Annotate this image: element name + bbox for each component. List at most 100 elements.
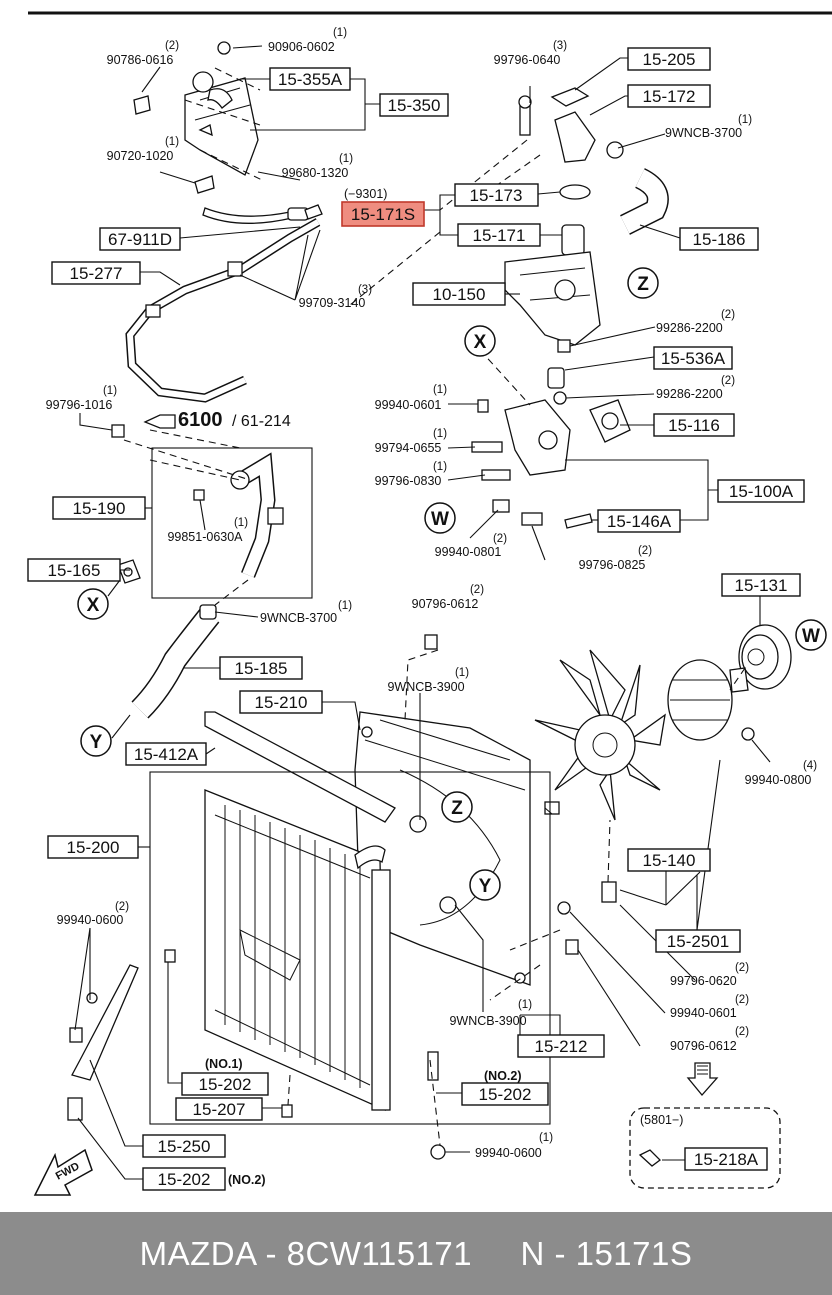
label-15-210: 15-210 [255, 693, 308, 712]
part-number: 99940-0801 [435, 545, 502, 559]
label-15-200: 15-200 [67, 838, 120, 857]
date-range-box [629, 1107, 781, 1189]
part-number: 99796-0830 [375, 474, 442, 488]
label-15-185: 15-185 [235, 659, 288, 678]
label-15-536a: 15-536A [661, 349, 726, 368]
label-15-277: 15-277 [70, 264, 123, 283]
no1-note: (NO.1) [205, 1057, 243, 1071]
part-number: 90786-0616 [107, 53, 174, 67]
label-15-171: 15-171 [473, 226, 526, 245]
part-number: 99851-0630A [167, 530, 243, 544]
label-15-116: 15-116 [668, 416, 720, 435]
qty: (2) [721, 375, 735, 387]
fwd-arrow-icon: FWD [33, 1148, 93, 1196]
marker-z: Z [637, 274, 649, 295]
qty: (1) [539, 1132, 553, 1144]
qty: (1) [234, 517, 248, 529]
ref-sub: / 61-214 [232, 413, 291, 430]
label-boxes: 15-355A 15-350 15-205 15-172 15-173 15-1… [27, 47, 805, 1191]
part-number: 90796-0612 [670, 1039, 737, 1053]
lower-hose-illustration [131, 604, 220, 719]
water-inlet-illustration [471, 399, 593, 529]
part-number: 99796-1016 [46, 398, 113, 412]
fan-pulley-illustration [534, 624, 792, 955]
circle-markers: Z X W X Y W Z Y [77, 267, 827, 901]
marker-w: W [431, 509, 449, 530]
qty: (2) [735, 1026, 749, 1038]
label-15-350: 15-350 [388, 96, 441, 115]
qty: (1) [433, 461, 447, 473]
qty: (1) [433, 428, 447, 440]
qty: (2) [735, 962, 749, 974]
label-15-355a: 15-355A [278, 70, 343, 89]
leaders-top-left [140, 45, 380, 301]
part-number: 99796-0620 [670, 974, 737, 988]
diagram-canvas: FWD 6100 / 61-214 15-355A 15-350 15-205 … [27, 11, 832, 1196]
label-15-202-no2-left: 15-202 [158, 1170, 211, 1189]
marker-w: W [802, 626, 820, 647]
marker-y: Y [479, 876, 492, 897]
radiator-illustration [164, 634, 457, 1160]
qty: (1) [339, 153, 353, 165]
reservoir-tank-illustration [133, 41, 323, 224]
part-number: 9WNCB-3700 [665, 126, 742, 140]
label-10-150: 10-150 [433, 285, 486, 304]
qty: (1) [455, 667, 469, 679]
label-15-2501: 15-2501 [667, 932, 729, 951]
leaders-left-middle [79, 413, 259, 739]
qty: (2) [165, 40, 179, 52]
part-number: 99709-3140 [299, 296, 366, 310]
label-15-186: 15-186 [693, 230, 746, 249]
part-number: 9WNCB-3900 [449, 1014, 526, 1028]
qty: (2) [470, 584, 484, 596]
date-upto-note: (−9301) [344, 187, 387, 201]
label-15-165: 15-165 [48, 561, 101, 580]
part-number: 99940-0800 [745, 773, 812, 787]
part-number: 99286-2200 [656, 321, 723, 335]
label-15-131: 15-131 [735, 576, 788, 595]
part-number: 99940-0601 [375, 398, 442, 412]
part-number: 99940-0601 [670, 1006, 737, 1020]
seal-strip-illustration [204, 711, 396, 823]
qty: (1) [338, 600, 352, 612]
date-from-note: (5801−) [640, 1113, 683, 1127]
marker-z: Z [451, 798, 463, 819]
thermostat-housing-illustration [504, 87, 669, 443]
qty: (2) [735, 994, 749, 1006]
bracket-illustration [67, 964, 139, 1121]
label-15-140: 15-140 [643, 851, 696, 870]
part-numbers: (2) 90786-0616 (1) 90906-0602 (1) 90720-… [46, 27, 818, 1160]
marker-x: X [474, 332, 487, 353]
qty: (1) [103, 385, 117, 397]
leaders-bottom [74, 649, 561, 1180]
water-pipe-illustration [111, 424, 313, 599]
part-number: 90906-0602 [268, 40, 335, 54]
part-number: 99940-0600 [57, 913, 124, 927]
qty: (2) [638, 545, 652, 557]
label-15-202-no2-right: 15-202 [479, 1085, 532, 1104]
reference-hand-icon [143, 414, 176, 429]
qty: (2) [115, 901, 129, 913]
qty: (2) [721, 309, 735, 321]
part-number: 99680-1320 [282, 166, 349, 180]
part-number: 99796-0640 [494, 53, 561, 67]
part-number: 99940-0600 [475, 1146, 542, 1160]
qty: (1) [433, 384, 447, 396]
qty: (1) [518, 999, 532, 1011]
qty: (4) [803, 760, 817, 772]
qty: (3) [358, 284, 372, 296]
shroud-illustration [354, 711, 531, 986]
label-15-146a: 15-146A [607, 512, 672, 531]
label-15-250: 15-250 [158, 1137, 211, 1156]
label-15-173: 15-173 [470, 186, 523, 205]
footer-bar: MAZDA - 8CW115171 N - 15171S [0, 1212, 832, 1295]
marker-y: Y [90, 732, 103, 753]
footer-part-numbers: MAZDA - 8CW115171 N - 15171S [139, 1234, 693, 1272]
label-15-172: 15-172 [643, 87, 696, 106]
qty: (3) [553, 40, 567, 52]
qty: (1) [738, 114, 752, 126]
qty: (1) [333, 27, 347, 39]
label-15-100a: 15-100A [729, 482, 794, 501]
part-number: 90796-0612 [412, 597, 479, 611]
label-15-171s-highlighted: 15-171S [351, 205, 415, 224]
